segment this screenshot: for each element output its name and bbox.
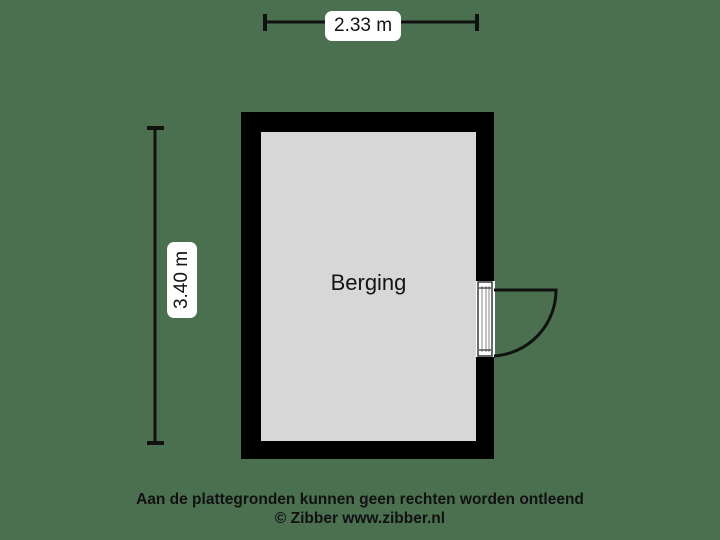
- disclaimer-line-1: Aan de plattegronden kunnen geen rechten…: [136, 491, 584, 508]
- dimension-line-left: [147, 126, 164, 445]
- door-panel: [477, 281, 493, 357]
- room-floor: [261, 132, 476, 441]
- dimension-label-width: 2.33 m: [325, 11, 402, 41]
- room-label-berging: Berging: [330, 270, 407, 295]
- dimension-label-height: 3.40 m: [167, 241, 198, 319]
- copyright-line: © Zibber www.zibber.nl: [274, 510, 446, 527]
- door-swing-arc: [493, 288, 558, 358]
- disclaimer-caption: Aan de plattegronden kunnen geen rechten…: [0, 490, 720, 528]
